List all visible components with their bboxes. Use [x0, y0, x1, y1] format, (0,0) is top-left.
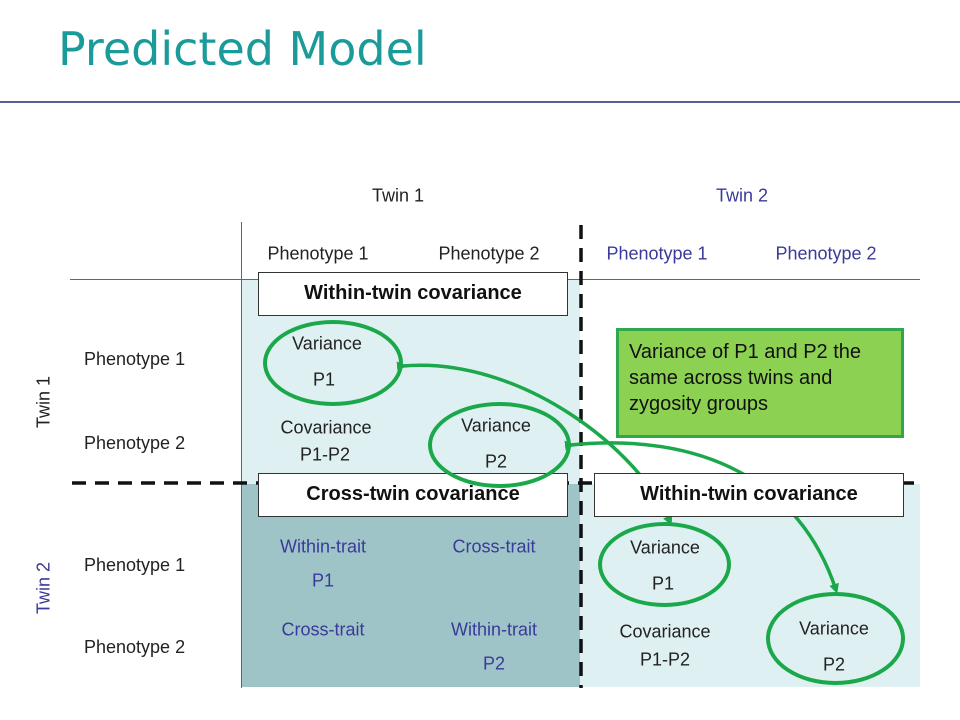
ring-tl-variance-p2 [428, 402, 571, 488]
header-twin2: Twin 2 [715, 185, 769, 206]
ring-br-variance-p1 [598, 522, 731, 607]
tl-covariance-label: Covariance [280, 417, 372, 438]
col-header-t2-p1: Phenotype 1 [606, 243, 708, 264]
bl-cross-trait-bottom: Cross-trait [281, 619, 365, 640]
br-covariance-label: Covariance [619, 621, 711, 642]
page-title: Predicted Model [58, 22, 427, 76]
bl-within-trait-p2-label: Within-trait [450, 619, 538, 640]
bl-cross-trait-top: Cross-trait [452, 536, 536, 557]
title-underline [0, 101, 960, 103]
bl-within-trait-p2-value: P2 [482, 653, 506, 674]
cross-twin-covariance-box: Cross-twin covariance [258, 473, 568, 517]
bl-within-trait-p1-label: Within-trait [279, 536, 367, 557]
note-box: Variance of P1 and P2 the same across tw… [616, 328, 904, 438]
within-twin-covariance-box-bottom: Within-twin covariance [594, 473, 904, 517]
row-label-t2-p2: Phenotype 2 [84, 637, 186, 657]
row-label-t1-p2: Phenotype 2 [84, 433, 186, 453]
row-group-twin1: Twin 1 [33, 375, 54, 429]
header-twin1: Twin 1 [371, 185, 425, 206]
arrow-var2 [564, 440, 839, 594]
ring-br-variance-p2 [766, 592, 905, 685]
br-covariance-value: P1-P2 [639, 649, 691, 670]
left-line [241, 222, 242, 688]
row-label-t2-p1: Phenotype 1 [84, 555, 186, 575]
ring-tl-variance-p1 [263, 320, 403, 406]
within-twin-covariance-box-top: Within-twin covariance [258, 272, 568, 316]
col-header-t1-p2: Phenotype 2 [438, 243, 540, 264]
row-group-twin2: Twin 2 [33, 561, 54, 615]
row-label-t1-p1: Phenotype 1 [84, 349, 186, 369]
tl-covariance-value: P1-P2 [299, 444, 351, 465]
col-header-t1-p1: Phenotype 1 [267, 243, 369, 264]
col-header-t2-p2: Phenotype 2 [775, 243, 877, 264]
bl-within-trait-p1-value: P1 [311, 570, 335, 591]
